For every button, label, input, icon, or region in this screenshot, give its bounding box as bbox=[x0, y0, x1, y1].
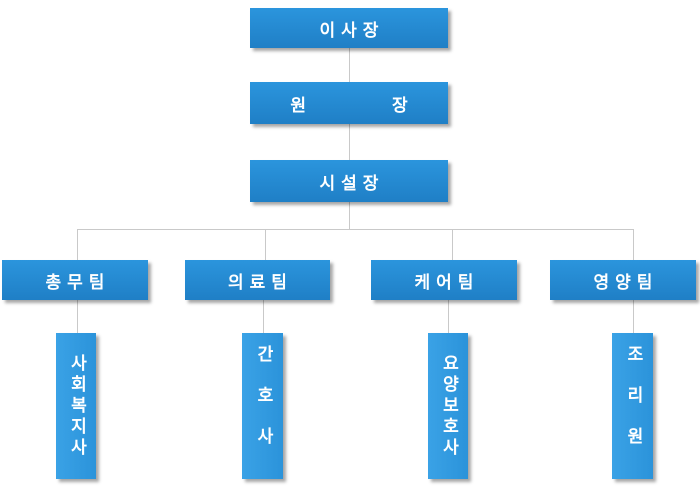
team-general-affairs[interactable]: 총무팀 bbox=[2, 260, 148, 300]
director-label: 원 장 bbox=[290, 95, 448, 116]
staff-cook[interactable]: 조리원 bbox=[612, 333, 653, 479]
connector-facility-bus bbox=[349, 202, 350, 229]
facility-head-box[interactable]: 시설장 bbox=[250, 160, 448, 202]
team-medical[interactable]: 의료팀 bbox=[185, 260, 330, 300]
connector-care-staff bbox=[448, 300, 449, 333]
team-label: 영양팀 bbox=[593, 272, 659, 293]
connector-chairman-director bbox=[349, 48, 350, 82]
connector-general-affairs-staff bbox=[77, 300, 78, 333]
staff-label: 사회복지사 bbox=[66, 353, 87, 459]
team-label: 총무팀 bbox=[45, 272, 111, 293]
connector-bus-nutrition bbox=[633, 229, 634, 261]
team-label: 케어팀 bbox=[414, 272, 480, 293]
team-care[interactable]: 케어팀 bbox=[371, 260, 517, 300]
team-label: 의료팀 bbox=[228, 272, 293, 293]
staff-label: 조리원 bbox=[623, 344, 643, 468]
chairman-box[interactable]: 이사장 bbox=[250, 8, 448, 48]
chairman-label: 이사장 bbox=[319, 20, 385, 41]
team-bus-line bbox=[77, 229, 633, 230]
staff-social-worker[interactable]: 사회복지사 bbox=[56, 333, 96, 479]
connector-nutrition-staff bbox=[633, 300, 634, 333]
connector-bus-medical bbox=[265, 229, 266, 261]
team-nutrition[interactable]: 영양팀 bbox=[550, 260, 696, 300]
connector-director-facility bbox=[349, 124, 350, 160]
facility-head-label: 시설장 bbox=[319, 173, 385, 194]
staff-label: 간호사 bbox=[253, 344, 273, 468]
connector-medical-staff bbox=[263, 300, 264, 333]
staff-caregiver[interactable]: 요양보호사 bbox=[428, 333, 468, 479]
connector-bus-general-affairs bbox=[77, 229, 78, 261]
staff-label: 요양보호사 bbox=[438, 353, 459, 459]
connector-bus-care bbox=[452, 229, 453, 261]
director-box[interactable]: 원 장 bbox=[250, 82, 448, 124]
staff-nurse[interactable]: 간호사 bbox=[242, 333, 283, 479]
